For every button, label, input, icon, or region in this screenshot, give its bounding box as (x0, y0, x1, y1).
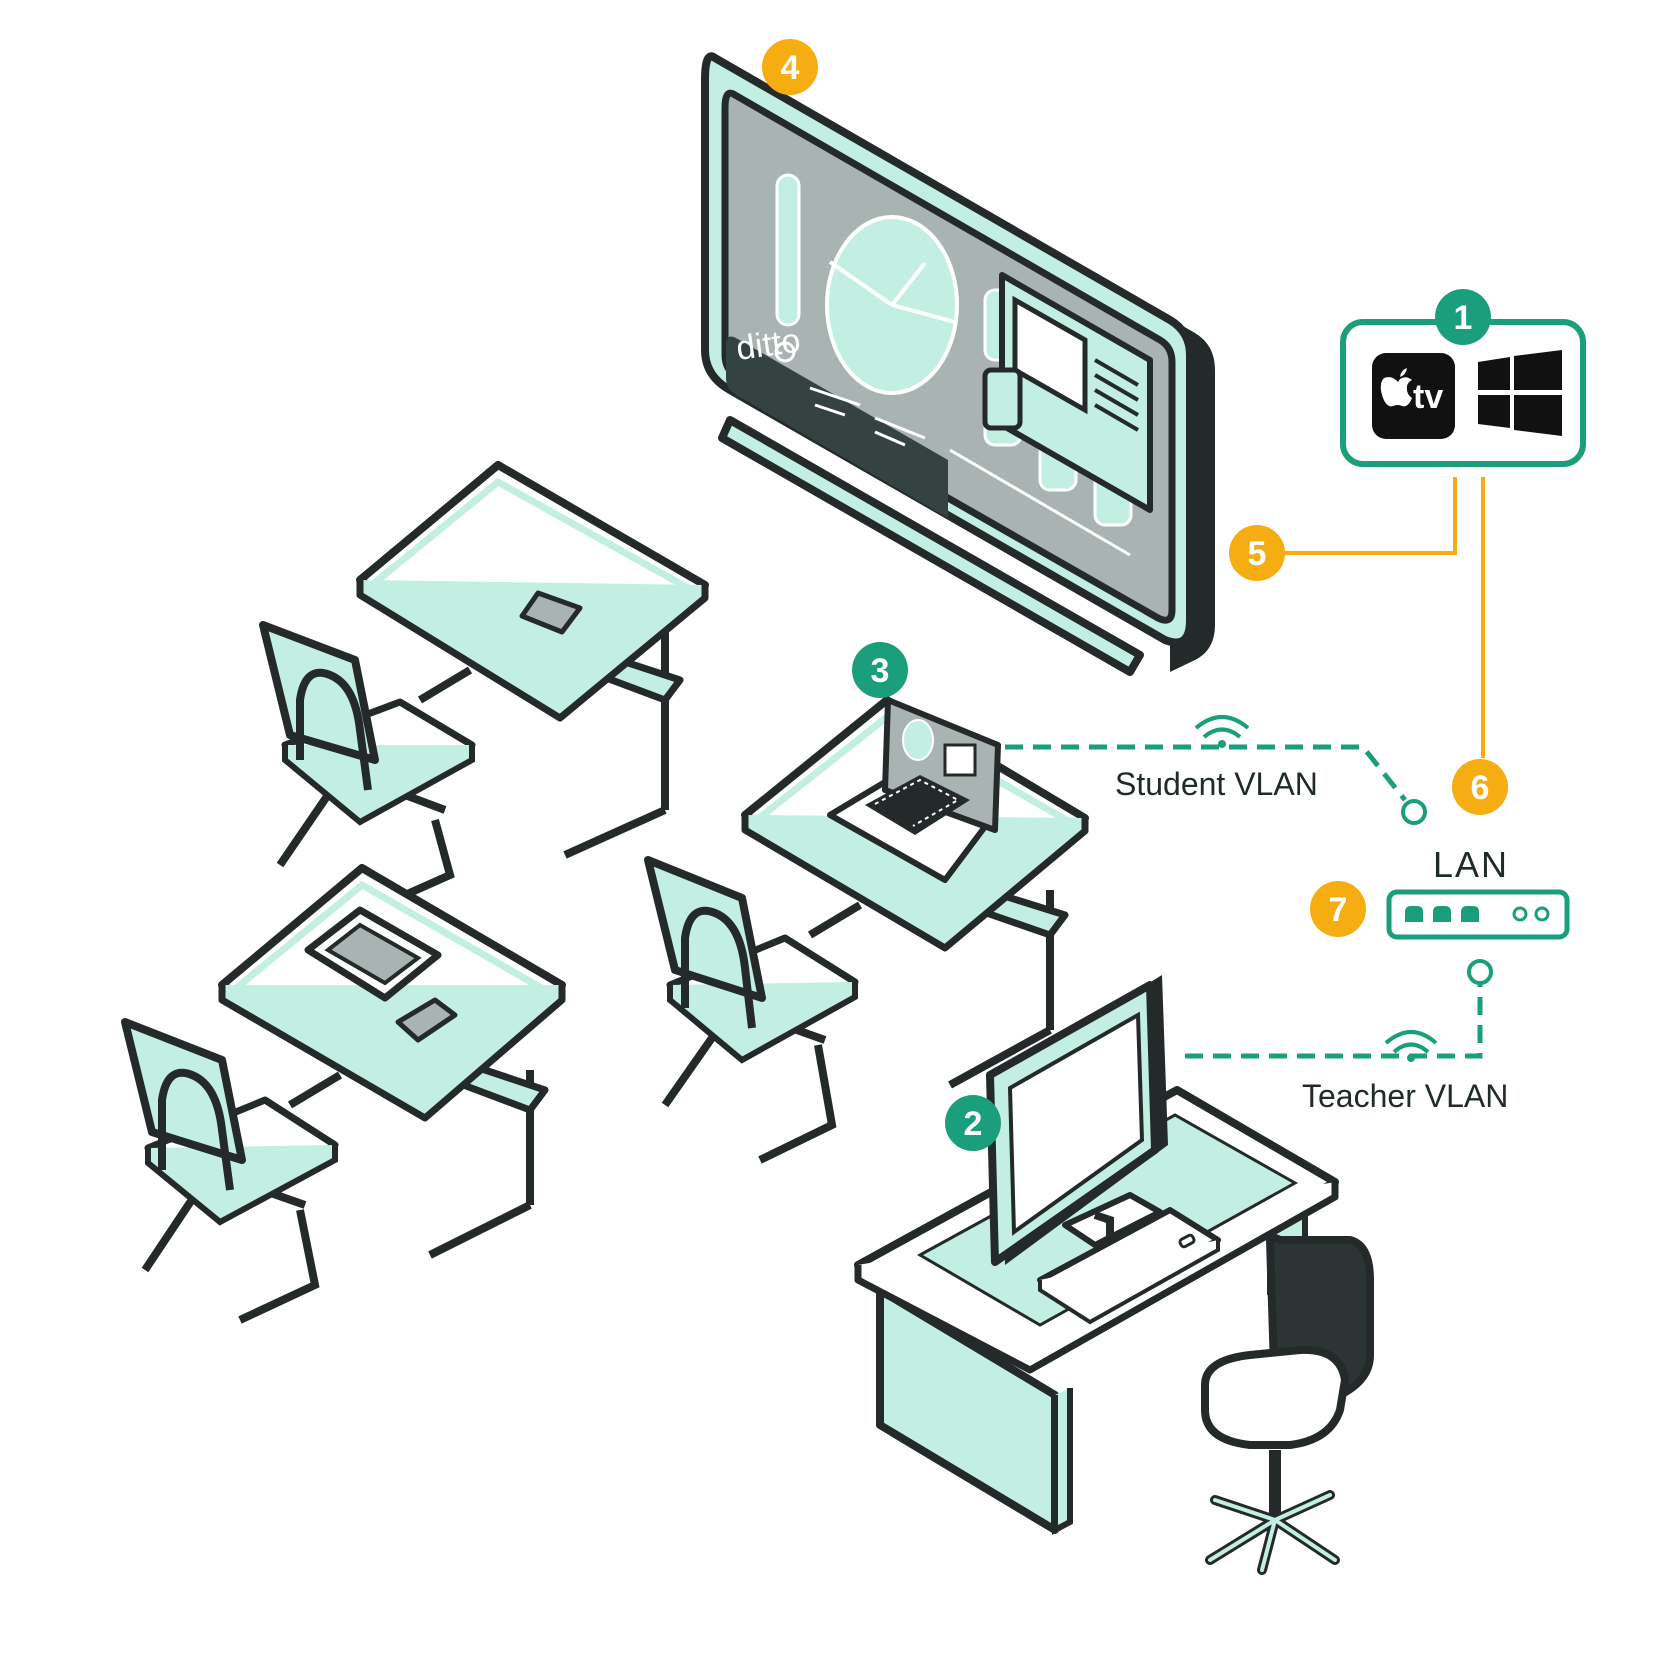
ditto-logo: ditto (734, 321, 803, 368)
tablet-icon (304, 906, 442, 1002)
badge-6: 6 (1452, 759, 1508, 815)
svg-text:tv: tv (1413, 378, 1443, 416)
badge-2: 2 (945, 1095, 1001, 1151)
svg-text:1: 1 (1454, 299, 1473, 337)
student-desk-3 (741, 696, 1089, 1089)
student-vlan-link (1005, 715, 1427, 825)
student-chair-3 (644, 856, 859, 1164)
badge-1: 1 (1435, 289, 1491, 345)
network-switch-icon (1386, 889, 1570, 940)
wifi-icon (1194, 715, 1250, 748)
teacher-chair (1201, 1233, 1374, 1575)
student-desk-2 (218, 864, 566, 1259)
svg-text:7: 7 (1329, 891, 1348, 929)
wifi-icon (1384, 1030, 1438, 1062)
svg-text:5: 5 (1248, 535, 1267, 573)
teacher-vlan-label: Teacher VLAN (1302, 1078, 1508, 1114)
student-desk-1 (356, 461, 709, 859)
badge-3: 3 (852, 642, 908, 698)
laptop-icon (827, 697, 1001, 883)
badge-5: 5 (1229, 525, 1285, 581)
phone-icon (395, 997, 458, 1043)
keyboard-icon (1037, 1207, 1221, 1325)
student-chair-2 (121, 1018, 339, 1324)
hdmi-line (1262, 477, 1457, 555)
student-chair-1 (259, 621, 476, 899)
svg-text:6: 6 (1471, 769, 1490, 807)
apple-tv-icon: tv (1372, 353, 1455, 439)
windows-icon (1478, 350, 1562, 436)
classroom-display: ditto (701, 52, 1215, 676)
svg-text:4: 4 (781, 49, 800, 87)
teacher-monitor (986, 975, 1168, 1266)
student-vlan-label: Student VLAN (1115, 766, 1318, 802)
receiver-box: tv (1340, 319, 1586, 467)
pie-chart-icon (825, 215, 959, 395)
lan-label: LAN (1433, 844, 1509, 885)
badge-7: 7 (1310, 881, 1366, 937)
svg-text:3: 3 (871, 652, 890, 690)
teacher-vlan-link (1185, 959, 1493, 1062)
badge-4: 4 (762, 39, 818, 95)
svg-text:2: 2 (964, 1105, 983, 1143)
